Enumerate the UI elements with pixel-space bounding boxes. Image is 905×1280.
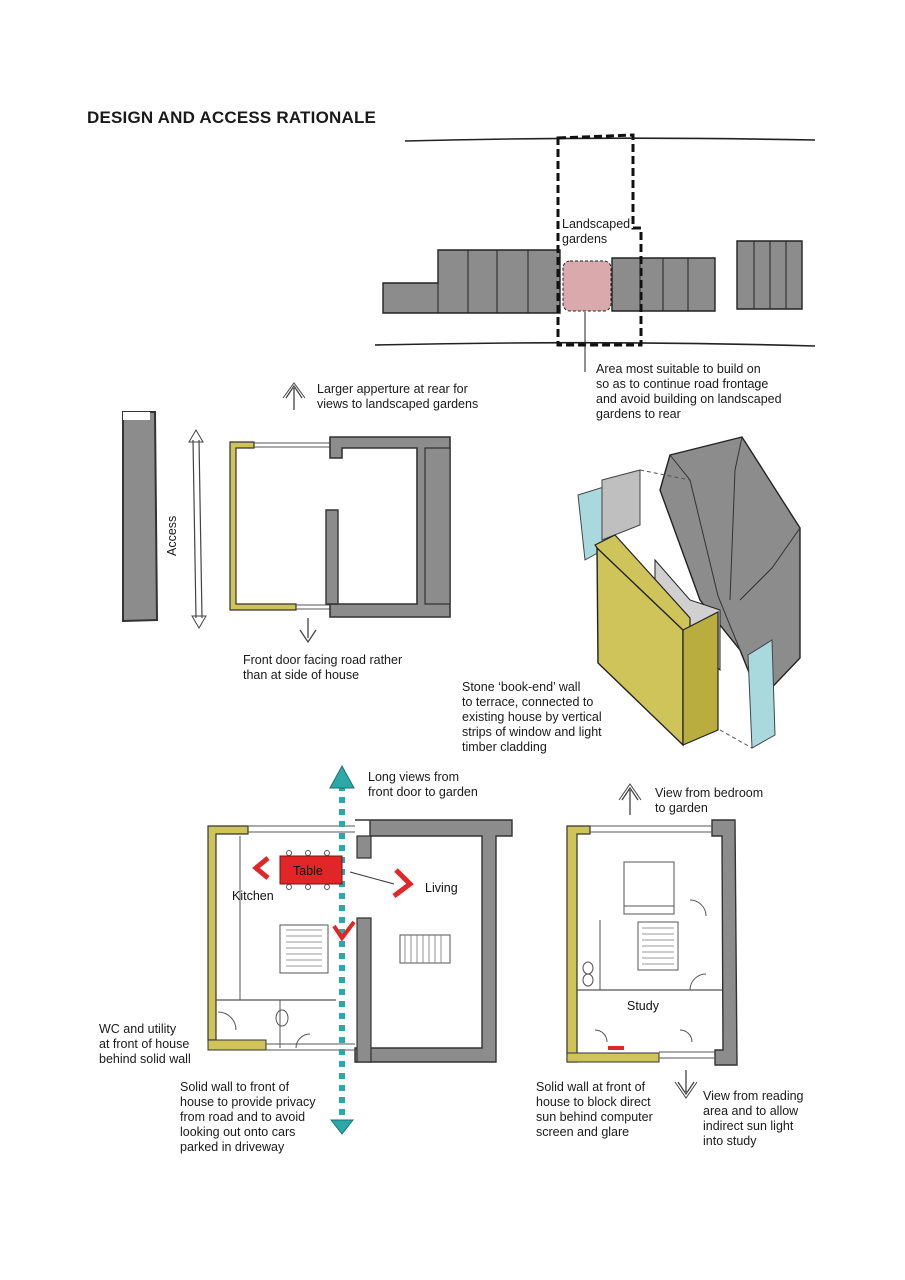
site-plan: Landscaped gardens	[374, 133, 816, 372]
rear-aperture-note: Larger apperture at rear for views to la…	[317, 382, 479, 411]
kitchen-view-arrow	[252, 856, 270, 880]
garden-label-line2: gardens	[562, 232, 607, 246]
kitchen-label: Kitchen	[232, 889, 274, 903]
axonometric	[577, 436, 801, 749]
bedroom-view-note: View from bedroom to garden	[655, 786, 764, 815]
gf-stone-wall	[207, 825, 249, 1041]
road-line-top	[404, 137, 816, 142]
build-area	[562, 260, 612, 312]
long-view-arrow-head-bottom	[329, 1119, 355, 1135]
access-label: Access	[165, 516, 179, 556]
long-view-arrow-head-top	[329, 764, 355, 789]
study-label: Study	[627, 999, 660, 1013]
site-boundary	[556, 133, 643, 347]
concept-plan: Access	[122, 382, 451, 644]
first-floor-plan: Study	[566, 783, 738, 1099]
site-note: Area most suitable to build on so as to …	[596, 362, 782, 421]
neighbour-block	[122, 411, 159, 623]
garden-label-line1: Landscaped	[562, 217, 630, 231]
bookend-note: Stone ‘book-end’ wall to terrace, connec…	[462, 680, 602, 754]
desk	[608, 1046, 624, 1050]
bed	[623, 861, 675, 915]
reading-view-note: View from reading area and to allow indi…	[703, 1089, 804, 1148]
ground-floor-plan: Table Kitchen Living	[207, 764, 513, 1135]
page-title: DESIGN AND ACCESS RATIONALE	[87, 108, 377, 127]
front-door-note: Front door facing road rather than at si…	[243, 653, 403, 682]
living-view-arrow	[392, 868, 414, 898]
road-line-bottom	[374, 341, 816, 347]
garden-label: Landscaped gardens	[562, 217, 634, 246]
ff-stone-wall	[566, 825, 591, 1063]
stone-wall	[229, 441, 297, 611]
long-views-note: Long views from front door to garden	[368, 770, 478, 799]
table-label: Table	[293, 864, 323, 878]
wc-note: WC and utility at front of house behind …	[99, 1022, 191, 1066]
terrace-left	[382, 249, 561, 314]
ff-existing-house	[711, 819, 738, 1066]
glazing-strip-right	[747, 639, 776, 749]
gf-wall-note: Solid wall to front of house to provide …	[180, 1080, 316, 1154]
ff-wall-note: Solid wall at front of house to block di…	[536, 1080, 653, 1139]
gf-existing-house	[354, 819, 513, 1063]
table	[279, 855, 343, 885]
living-label: Living	[425, 881, 458, 895]
